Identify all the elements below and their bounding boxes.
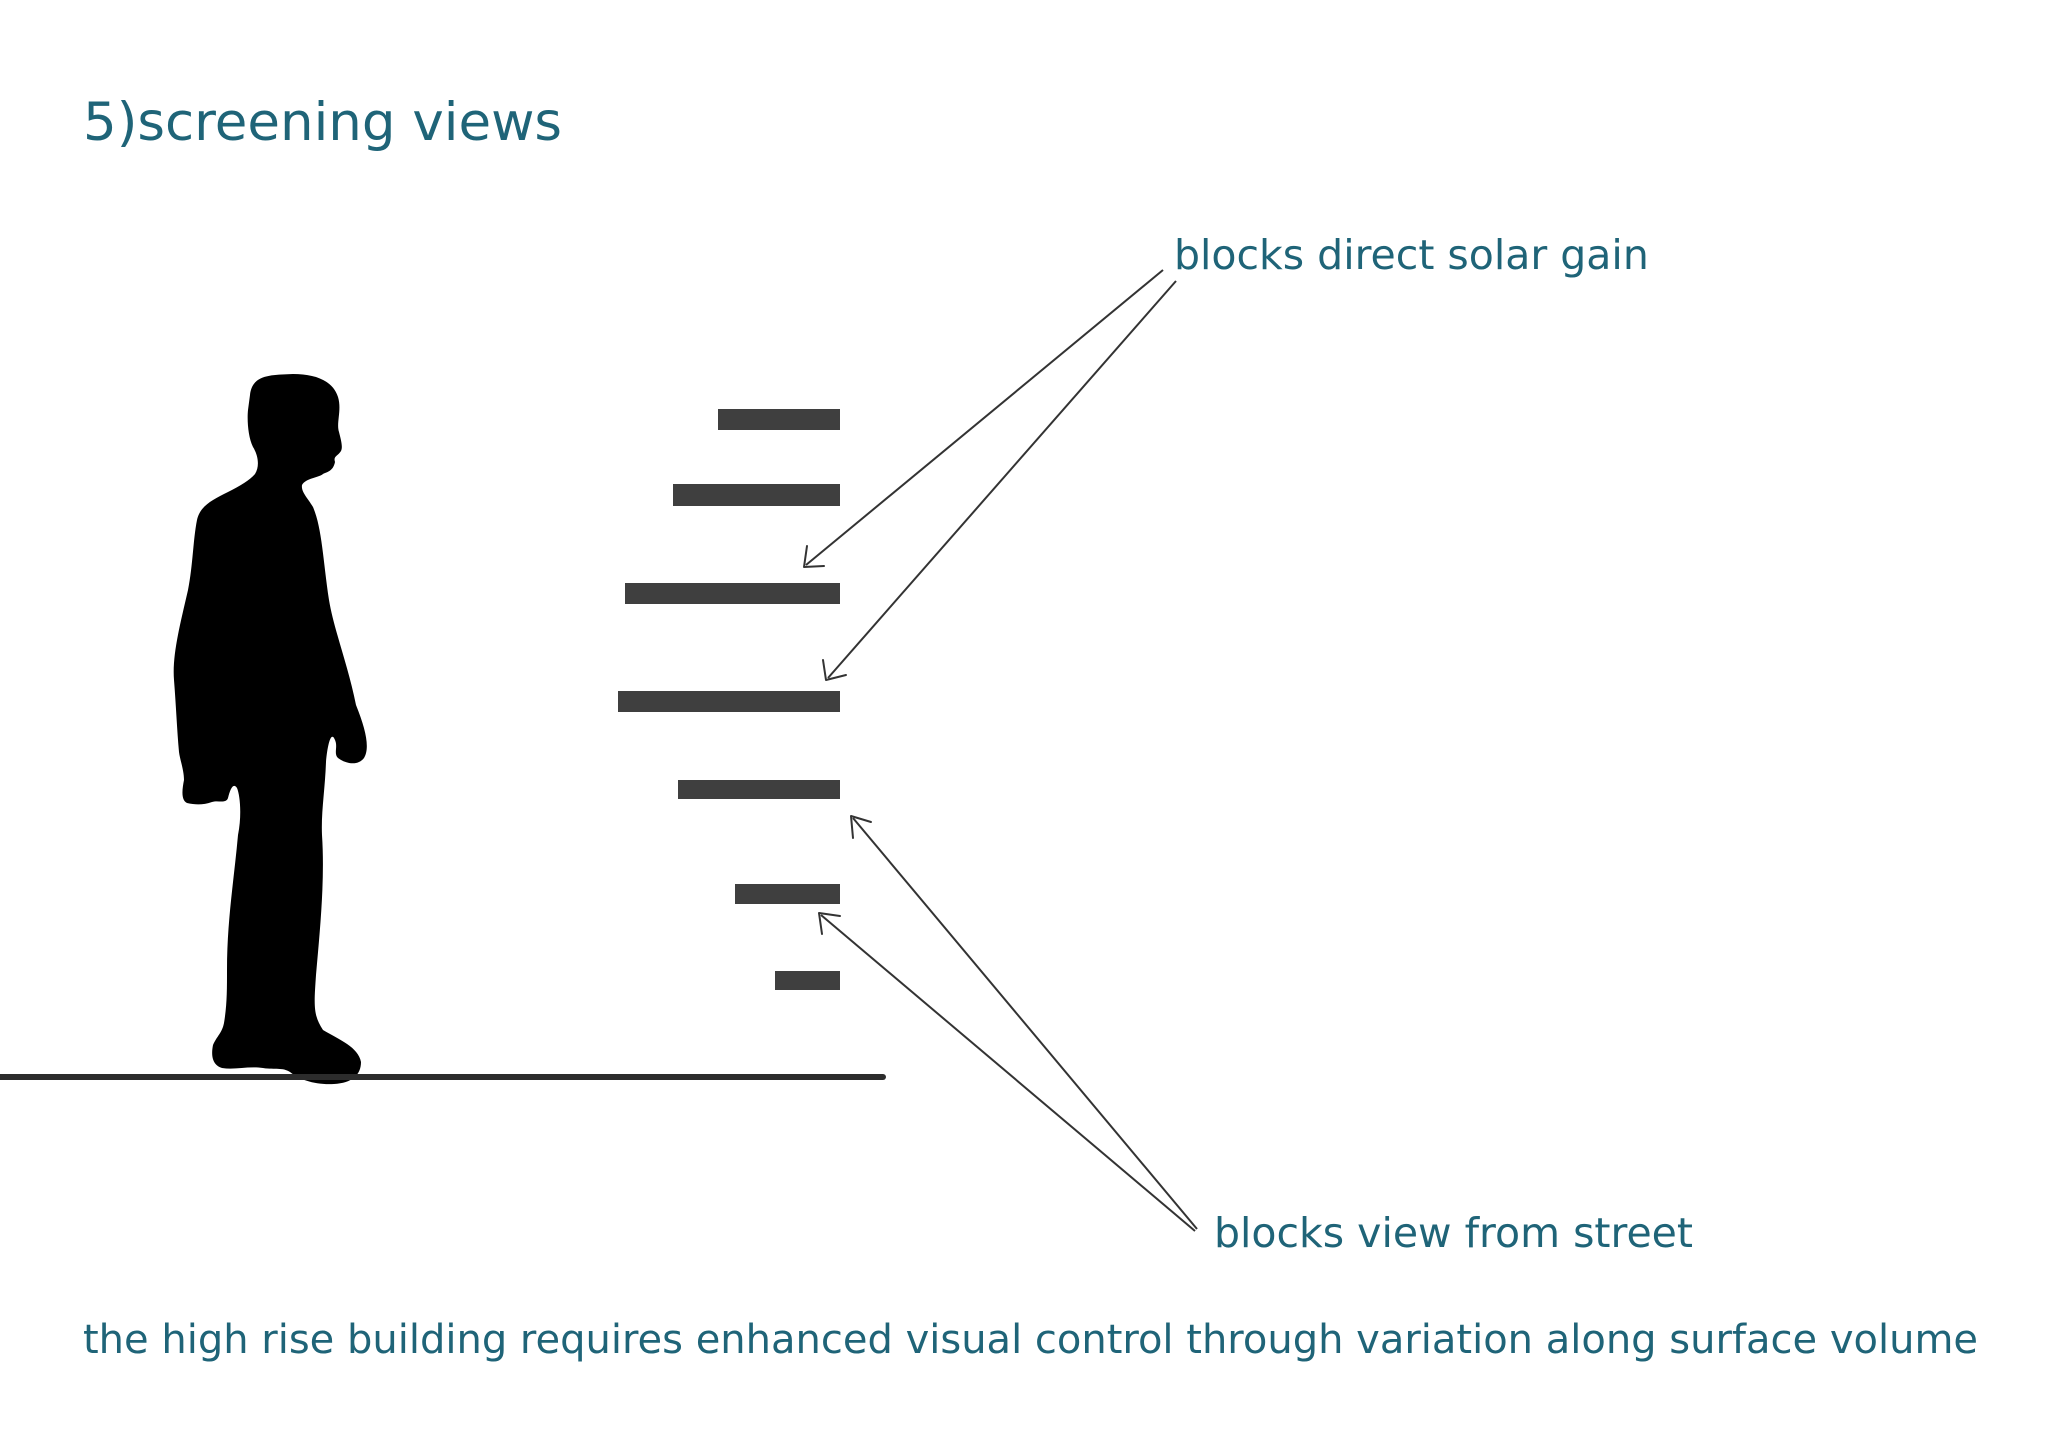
person-walking-silhouette-icon: [173, 374, 367, 1085]
louvre-bar: [735, 884, 840, 904]
louvre-stack: [618, 409, 840, 990]
arrowhead-icon: [803, 545, 825, 568]
arrowhead-icon: [818, 912, 841, 935]
arrow-line: [827, 280, 1177, 679]
arrowhead-icon: [850, 815, 872, 839]
louvre-bar: [718, 409, 840, 430]
arrowhead-icon: [822, 659, 847, 681]
solar-gain-arrows: [803, 269, 1177, 681]
street-view-arrows: [818, 815, 1198, 1232]
louvre-bar: [618, 691, 840, 712]
arrow-line: [805, 269, 1164, 566]
caption: the high rise building requires enhanced…: [83, 1317, 1978, 1363]
louvre-bar: [625, 583, 840, 604]
louvre-bar: [775, 971, 840, 990]
louvre-bar: [678, 780, 840, 799]
louvre-bar: [673, 484, 840, 506]
page-title: 5)screening views: [83, 92, 562, 153]
arrow-line: [852, 817, 1198, 1230]
callout-solar-gain: blocks direct solar gain: [1174, 231, 1649, 279]
arrow-line: [820, 914, 1196, 1232]
callout-street-view: blocks view from street: [1214, 1209, 1693, 1257]
